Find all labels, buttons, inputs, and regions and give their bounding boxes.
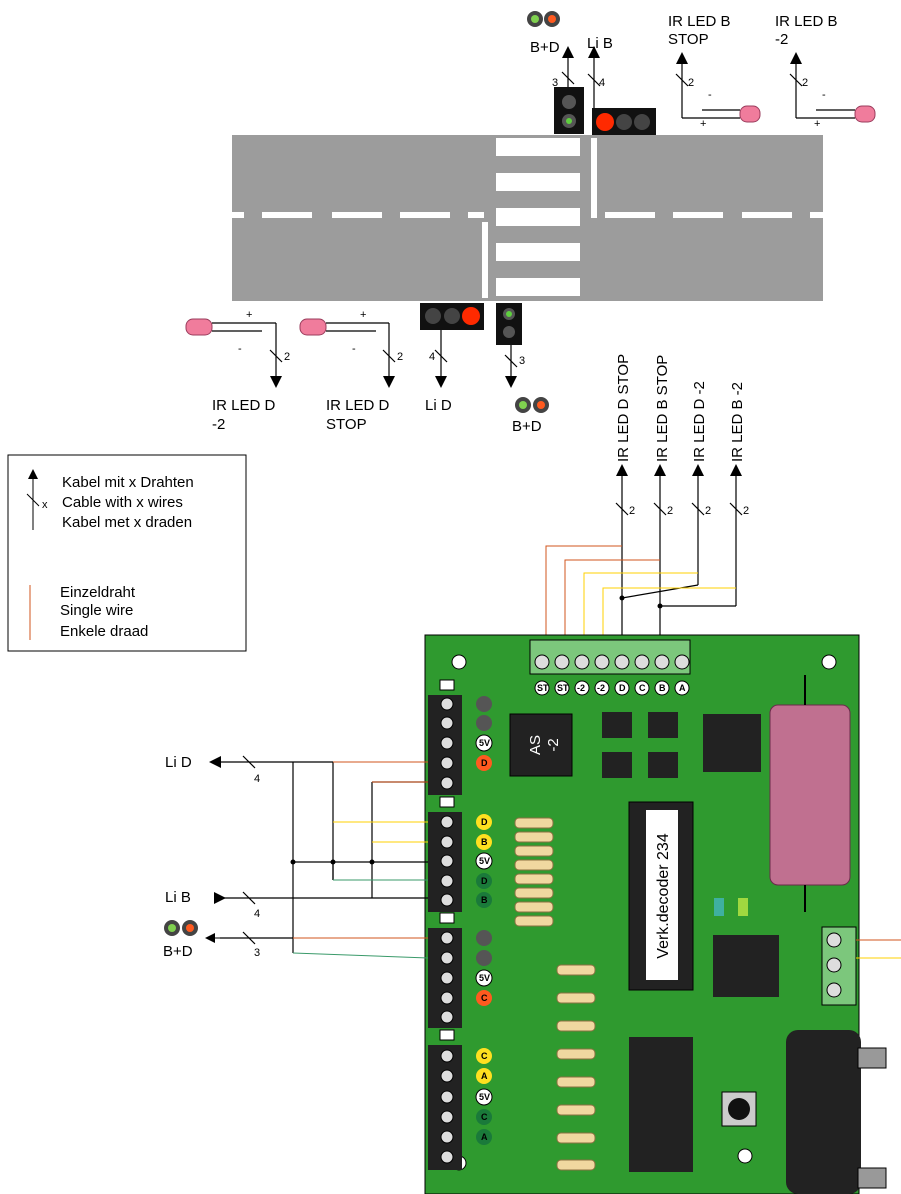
ir-led-top-1 (739, 105, 761, 123)
ir-led-bottom-1 (185, 318, 213, 336)
pin-d: D (481, 876, 488, 886)
legend-wire-2: Single wire (60, 602, 133, 619)
pin-d: D (619, 683, 626, 693)
ir-led-bottom-2 (299, 318, 327, 336)
wire-count: 2 (802, 77, 808, 89)
chip-as-label-2: -2 (545, 738, 562, 751)
pin-a: A (481, 1132, 488, 1142)
label-ped-bd-bottom: B+D (512, 418, 542, 435)
label-ir-d2-2: -2 (212, 416, 225, 433)
pedestrian-light-top (554, 87, 584, 134)
label-bd-left: B+D (163, 943, 193, 960)
pin-c: C (481, 1051, 488, 1061)
label-ir-b-stop-2: STOP (668, 31, 709, 48)
chip-main-label: Verk.decoder 234 (655, 833, 672, 959)
pin-minus2: -2 (597, 683, 605, 693)
minus-sign: - (822, 89, 826, 101)
minus-sign: - (352, 343, 356, 355)
wire-count: 2 (667, 505, 673, 517)
label-li-b-left: Li B (165, 889, 191, 906)
pin-st: ST (537, 683, 549, 693)
pin-5v: 5V (479, 738, 490, 748)
vlabel-ir-b-2: IR LED B -2 (729, 382, 746, 462)
pin-b: B (481, 837, 488, 847)
pin-c: C (481, 1112, 488, 1122)
pin-a: A (679, 683, 686, 693)
plus-sign: + (700, 118, 706, 130)
pedestrian-icon-bottom (515, 397, 549, 413)
label-ped-bd-top: B+D (530, 39, 560, 56)
wire-count: 2 (688, 77, 694, 89)
label-li-b-top: Li B (587, 35, 613, 52)
pin-minus2: -2 (577, 683, 585, 693)
car-light-bottom (420, 303, 484, 330)
plus-sign: + (814, 118, 820, 130)
legend-cable-3: Kabel met x draden (62, 514, 192, 531)
pedestrian-icon-left (164, 920, 198, 936)
minus-sign: - (238, 343, 242, 355)
pin-5v: 5V (479, 1092, 490, 1102)
legend-wire-1: Einzeldraht (60, 584, 136, 601)
legend-wire-3: Enkele draad (60, 623, 148, 640)
road (232, 135, 823, 301)
label-ir-b2-1: IR LED B (775, 13, 838, 30)
pedestrian-icon-top (527, 11, 560, 27)
plus-sign: + (360, 309, 366, 321)
minus-sign: - (708, 89, 712, 101)
wire-count: 2 (743, 505, 749, 517)
wire-count: 2 (397, 351, 403, 363)
legend (7, 454, 247, 652)
label-ir-dstop-1: IR LED D (326, 397, 390, 414)
legend-x: x (42, 499, 48, 511)
pin-5v: 5V (479, 973, 490, 983)
wire-count: 3 (254, 947, 260, 959)
wire-count: 4 (429, 351, 435, 363)
legend-cable-1: Kabel mit x Drahten (62, 474, 194, 491)
pin-d: D (481, 758, 488, 768)
label-li-d-bottom: Li D (425, 397, 452, 414)
label-li-d-left: Li D (165, 754, 192, 771)
pin-d: D (481, 817, 488, 827)
car-light-top (592, 108, 656, 135)
wire-count: 4 (254, 773, 260, 785)
vlabel-ir-d-stop: IR LED D STOP (615, 354, 632, 462)
pin-c: C (481, 993, 488, 1003)
vlabel-ir-b-stop: IR LED B STOP (654, 355, 671, 462)
vlabel-ir-d-2: IR LED D -2 (691, 381, 708, 462)
chip-as-label-1: AS (527, 735, 544, 755)
pin-c: C (639, 683, 646, 693)
wire-count: 3 (519, 355, 525, 367)
wire-count: 4 (254, 908, 260, 920)
wire-count: 4 (599, 77, 605, 89)
pin-b: B (481, 895, 488, 905)
ir-led-top-2 (854, 105, 876, 123)
label-ir-b-stop-1: IR LED B (668, 13, 731, 30)
pin-st: ST (557, 683, 569, 693)
plus-sign: + (246, 309, 252, 321)
label-ir-dstop-2: STOP (326, 416, 367, 433)
wire-count: 2 (629, 505, 635, 517)
wire-count: 2 (705, 505, 711, 517)
label-ir-d2-1: IR LED D (212, 397, 276, 414)
decoder-board (424, 634, 887, 1194)
wire-count: 3 (552, 77, 558, 89)
pin-5v: 5V (479, 856, 490, 866)
pin-b: B (659, 683, 666, 693)
legend-cable-2: Cable with x wires (62, 494, 183, 511)
label-ir-b2-2: -2 (775, 31, 788, 48)
pedestrian-light-bottom (496, 303, 522, 345)
wire-count: 2 (284, 351, 290, 363)
pin-a: A (481, 1071, 488, 1081)
